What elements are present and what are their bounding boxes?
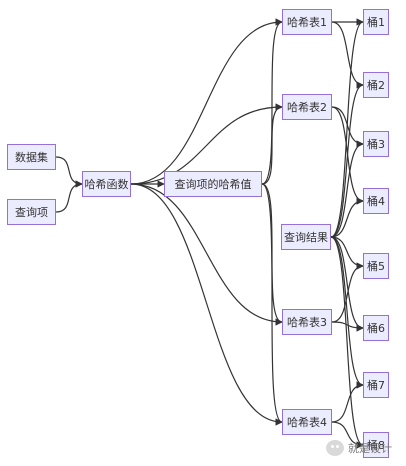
node-hash-table-2: 哈希表2 [282, 94, 332, 120]
node-hash-table-3: 哈希表3 [282, 309, 332, 335]
node-hash-table-4: 哈希表4 [282, 409, 332, 435]
wechat-icon [326, 440, 344, 456]
node-bucket-6: 桶6 [363, 315, 389, 341]
edge-query_hash-to-table2 [261, 103, 283, 185]
edge-query_result-to-bucket8 [330, 236, 364, 449]
edge-dataset-to-hash_function [55, 156, 83, 188]
edge-query_item-to-hash_function [55, 180, 83, 213]
node-query-item: 查询项 [7, 199, 56, 225]
edge-hash_function-to-table1 [130, 18, 283, 185]
node-bucket-1: 桶1 [363, 9, 389, 35]
node-hash-table-1: 哈希表1 [282, 9, 332, 35]
node-dataset: 数据集 [7, 144, 56, 170]
edge-hash_function-to-table3 [130, 183, 283, 326]
node-bucket-8: 桶8 [363, 432, 389, 458]
edge-query_result-to-bucket6 [330, 236, 364, 332]
watermark-text: 就是设计 [348, 442, 392, 455]
edge-query_result-to-bucket3 [330, 140, 364, 238]
edge-hash_function-to-table4 [130, 183, 283, 426]
edge-query_hash-to-table1 [261, 18, 283, 185]
edge-query_result-to-bucket4 [330, 197, 364, 238]
node-bucket-3: 桶3 [363, 131, 389, 157]
edge-query_result-to-bucket5 [330, 236, 364, 270]
node-bucket-5: 桶5 [363, 253, 389, 279]
node-bucket-2: 桶2 [363, 72, 389, 98]
edge-query_result-to-bucket1 [330, 18, 364, 238]
node-bucket-4: 桶4 [363, 188, 389, 214]
node-query-hash: 查询项的哈希值 [164, 171, 262, 197]
node-bucket-7: 桶7 [363, 372, 389, 398]
watermark: 就是设计 [326, 440, 392, 456]
node-hash-function: 哈希函数 [82, 171, 131, 197]
edge-query_result-to-bucket2 [330, 81, 364, 238]
edge-table4-to-bucket7 [331, 381, 364, 423]
edge-query_hash-to-table4 [261, 183, 283, 426]
edge-table1-to-bucket2 [331, 21, 364, 89]
edge-hash_function-to-table2 [130, 103, 283, 185]
node-query-result: 查询结果 [281, 224, 331, 250]
edge-query_result-to-bucket7 [330, 236, 364, 389]
